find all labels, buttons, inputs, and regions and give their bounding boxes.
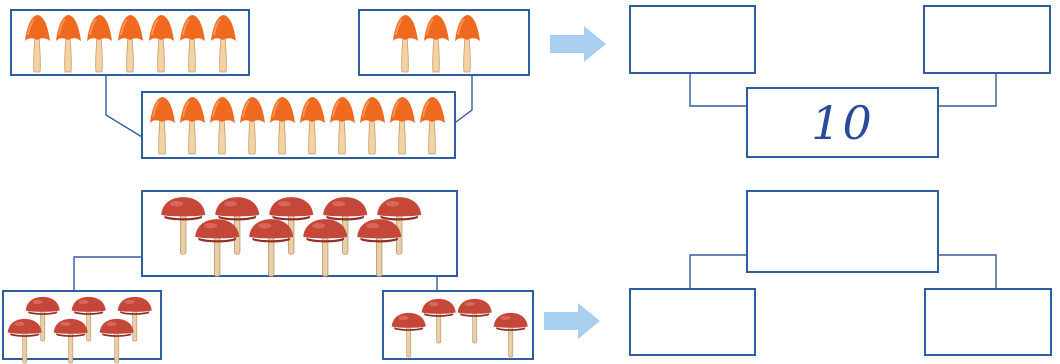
red-mushroom-icon: [117, 296, 152, 342]
red-mushroom-icon: [391, 312, 426, 358]
orange-mushroom-icon: [150, 97, 175, 155]
top-answer-whole-box[interactable]: 10: [746, 87, 939, 158]
orange-mushroom-icon: [25, 15, 50, 73]
connector-line: [938, 73, 997, 107]
red-mushroom-icon: [493, 312, 528, 358]
bottom-part-b-picture-box: [382, 290, 534, 360]
connector-line: [73, 256, 142, 290]
connector-line: [105, 76, 143, 138]
orange-mushroom-icon: [390, 97, 415, 155]
orange-mushroom-icon: [149, 15, 174, 73]
top-answer-part-a-box[interactable]: [629, 5, 756, 74]
connector-line: [938, 254, 997, 290]
red-mushroom-icon: [161, 197, 206, 255]
red-mushroom-icon: [7, 318, 42, 364]
orange-mushroom-icon: [210, 97, 235, 155]
orange-mushroom-icon: [300, 97, 325, 155]
bottom-answer-part-b-box[interactable]: [924, 288, 1052, 356]
red-mushroom-icon: [269, 197, 314, 255]
top-whole-picture-box: [141, 91, 456, 159]
red-mushroom-icon: [99, 318, 134, 364]
orange-mushroom-icon: [420, 97, 445, 155]
orange-mushroom-icon: [180, 97, 205, 155]
red-mushroom-group: [4, 292, 160, 364]
orange-mushroom-group: [24, 14, 237, 74]
red-mushroom-icon: [195, 219, 240, 277]
orange-mushroom-icon: [56, 15, 81, 73]
orange-mushroom-icon: [240, 97, 265, 155]
red-mushroom-icon: [357, 219, 402, 277]
orange-mushroom-icon: [330, 97, 355, 155]
red-mushroom-icon: [457, 298, 492, 344]
bottom-whole-picture-box: [141, 190, 458, 277]
orange-mushroom-icon: [393, 15, 418, 73]
right-arrow-icon: [544, 303, 600, 339]
bottom-answer-whole-box[interactable]: [746, 190, 939, 273]
red-mushroom-icon: [25, 296, 60, 342]
top-part-a-picture-box: [10, 9, 250, 76]
bottom-answer-part-a-box[interactable]: [629, 288, 756, 356]
orange-mushroom-group: [392, 14, 481, 74]
red-mushroom-icon: [303, 219, 348, 277]
red-mushroom-group: [143, 192, 456, 277]
top-answer-whole-value: 10: [811, 95, 874, 150]
orange-mushroom-icon: [211, 15, 236, 73]
connector-line: [689, 73, 748, 107]
orange-mushroom-group: [149, 96, 446, 156]
connector-line: [455, 76, 473, 123]
orange-mushroom-icon: [270, 97, 295, 155]
red-mushroom-icon: [249, 219, 294, 277]
bottom-part-a-picture-box: [2, 290, 162, 364]
red-mushroom-icon: [421, 298, 456, 344]
top-answer-part-b-box[interactable]: [923, 5, 1051, 74]
orange-mushroom-icon: [180, 15, 205, 73]
orange-mushroom-icon: [360, 97, 385, 155]
orange-mushroom-icon: [424, 15, 449, 73]
orange-mushroom-icon: [118, 15, 143, 73]
red-mushroom-icon: [215, 197, 260, 255]
red-mushroom-icon: [71, 296, 106, 342]
connector-line: [689, 254, 748, 290]
top-part-b-picture-box: [358, 9, 530, 76]
right-arrow-icon: [550, 26, 606, 62]
red-mushroom-icon: [53, 318, 88, 364]
orange-mushroom-icon: [87, 15, 112, 73]
orange-mushroom-icon: [455, 15, 480, 73]
red-mushroom-group: [384, 292, 532, 358]
